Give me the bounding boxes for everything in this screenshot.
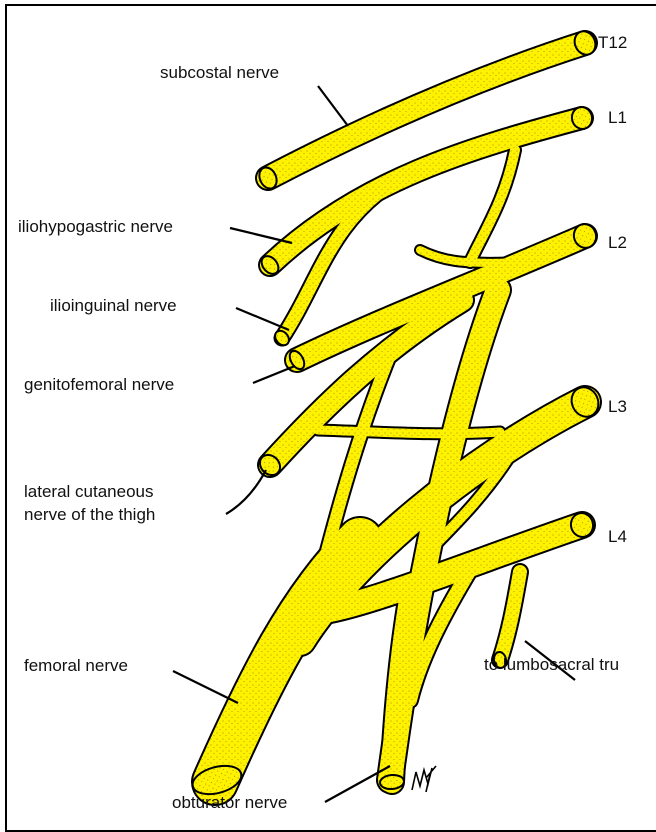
leader-subcostal <box>318 86 348 126</box>
l1-to-l2-connector <box>470 150 515 262</box>
label-lateral-cutaneous-2: nerve of the thigh <box>24 505 155 524</box>
label-ilioinguinal: ilioinguinal nerve <box>50 296 177 315</box>
label-l2: L2 <box>608 233 627 252</box>
leader-iliohypogastric <box>230 228 292 243</box>
label-obturator: obturator nerve <box>172 793 287 812</box>
label-femoral: femoral nerve <box>24 656 128 675</box>
label-l4: L4 <box>608 527 627 546</box>
leader-lateral-cutaneous <box>226 470 266 514</box>
leader-genitofemoral <box>253 366 295 383</box>
label-l3: L3 <box>608 397 627 416</box>
label-t12: T12 <box>598 33 627 52</box>
label-genitofemoral: genitofemoral nerve <box>24 375 174 394</box>
label-l1: L1 <box>608 108 627 127</box>
artist-signature <box>412 766 436 792</box>
label-subcostal: subcostal nerve <box>160 63 279 82</box>
label-lumbosacral: to lumbosacral tru <box>484 655 619 674</box>
femoral-trunk <box>215 540 360 782</box>
leader-femoral <box>173 671 238 703</box>
label-iliohypogastric: iliohypogastric nerve <box>18 217 173 236</box>
l3-cross-horizontal <box>318 430 500 434</box>
label-lateral-cutaneous-1: lateral cutaneous <box>24 482 153 501</box>
leader-ilioinguinal <box>236 308 289 330</box>
